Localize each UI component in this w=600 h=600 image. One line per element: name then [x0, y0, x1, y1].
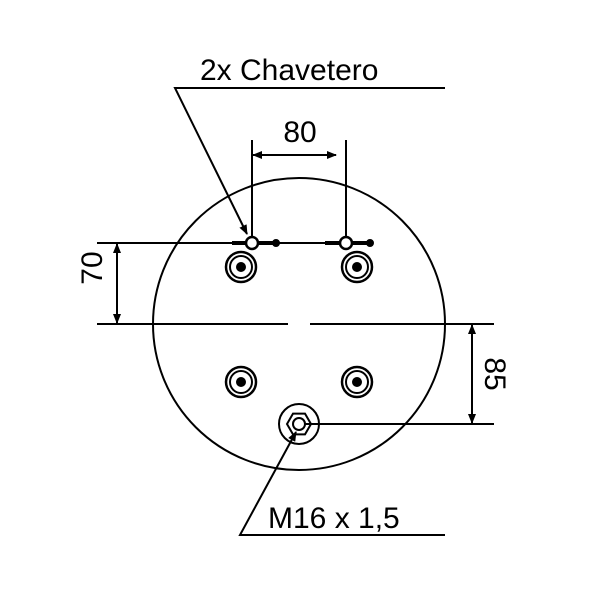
keyway-leader	[173, 87, 445, 235]
bolt-hole-top-left	[224, 250, 258, 284]
keyway-right	[325, 235, 374, 251]
dim-80-label: 80	[283, 116, 316, 149]
dim-70-label: 70	[76, 251, 109, 284]
port-leader	[238, 431, 445, 536]
bolt-hole-top-right	[340, 250, 374, 284]
dim-85-label: 85	[478, 357, 511, 390]
keyway-left	[232, 235, 280, 251]
bolt-hole-bottom-left	[224, 365, 258, 399]
keyway-note: 2x Chavetero	[200, 54, 378, 87]
port-thread-label: M16 x 1,5	[268, 502, 400, 535]
bolt-hole-bottom-right	[340, 365, 374, 399]
